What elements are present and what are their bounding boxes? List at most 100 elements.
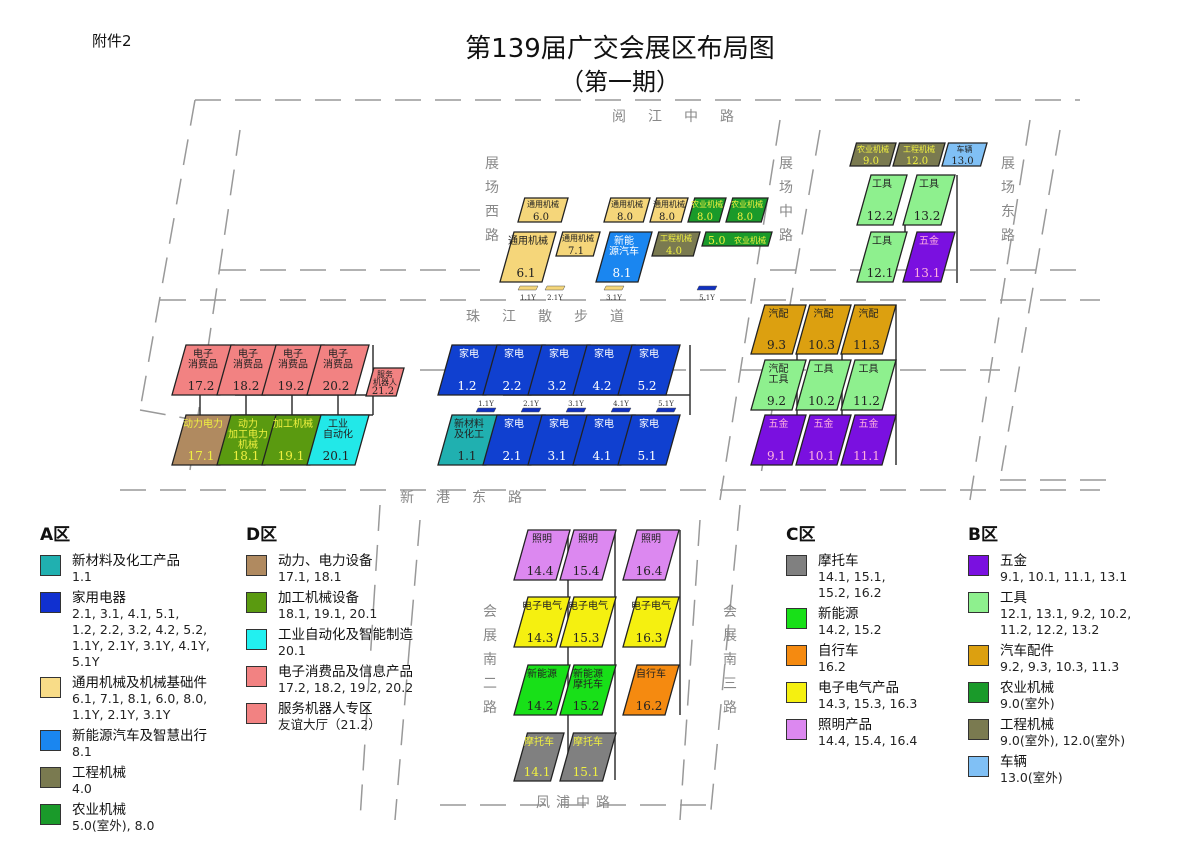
hall-16-2[interactable] [622,664,680,716]
hall-number: 2.2 [502,379,521,393]
hall-16-3[interactable] [622,596,680,648]
legend-codes: 友谊大厅（21.2） [278,717,381,732]
legend-zone-title: D区 [246,525,278,545]
legend-swatch [968,682,989,703]
hall-20-1[interactable] [306,414,370,466]
hall-1-1Y[interactable] [517,285,539,291]
hall-label: 新材料 [454,417,484,430]
hall-12-0[interactable] [892,142,946,167]
hall-14-4[interactable] [513,529,571,581]
road-line [969,119,1031,501]
hall-5-1Y-number: 5.1Y [658,400,674,408]
attachment-label: 附件2 [92,32,132,50]
hall-15-4[interactable] [559,529,617,581]
hall-13-1[interactable] [902,231,956,283]
hall-label: 农业机械 [731,199,763,209]
hall-9-1[interactable] [750,414,807,466]
hall-1-1Y[interactable] [475,407,497,413]
hall-14-1[interactable] [513,732,565,782]
hall-2-1Y[interactable] [544,285,566,291]
road-west: 展场西路 [485,156,499,244]
hall-4-0[interactable] [651,231,701,257]
hall-7-1[interactable] [555,231,601,257]
legend-swatch [786,645,807,666]
hall-5-1[interactable] [617,414,681,466]
hall-8-0[interactable] [687,197,727,223]
hall-label: 源汽车 [609,245,639,258]
legend-swatch [968,592,989,613]
road-line [359,504,381,821]
hall-15-1[interactable] [559,732,617,782]
legend-zone-title: B区 [968,525,998,545]
legend-swatch [246,629,267,650]
legend-swatch [40,767,61,788]
legend-name: 新能源 [818,606,859,622]
hall-9-2[interactable] [750,359,807,411]
hall-15-3[interactable] [559,596,617,648]
hall-13-2[interactable] [902,174,956,226]
hall-12-2[interactable] [856,174,908,226]
hall-6-1[interactable] [499,231,557,283]
hall-10-2[interactable] [795,359,852,411]
hall-11-1[interactable] [840,414,897,466]
hall-label: 工业 [328,418,348,430]
hall-8-0[interactable] [725,197,769,223]
hall-10-3[interactable] [795,304,852,355]
hall-number: 13.0 [951,156,973,167]
hall-2-1Y[interactable] [520,407,542,413]
hall-number: 10.2 [808,394,835,408]
hall-5-0[interactable] [701,231,773,247]
hall-13-0[interactable] [941,142,988,167]
hall-4-1Y[interactable] [610,407,632,413]
hall-label: 机器人 [373,377,397,387]
hall-3-1Y[interactable] [565,407,587,413]
hall-5-1Y[interactable] [696,285,718,291]
hall-number: 13.1 [914,266,941,280]
hall-14-3[interactable] [513,596,571,648]
road-line [679,519,701,821]
hall-8-0[interactable] [603,197,651,223]
hall-11-3[interactable] [840,304,897,355]
road-bottom: 凤浦中路 [536,795,616,811]
hall-20-2[interactable] [306,344,370,396]
hall-label: 照明 [641,533,661,545]
hall-8-0[interactable] [649,197,689,223]
hall-1-2-text: 家电1.2 [457,347,479,393]
hall-number: 19.1 [278,449,305,463]
hall-8-1[interactable] [595,231,653,283]
legend-name: 加工机械设备 [278,590,359,606]
hall-3-1Y[interactable] [603,285,625,291]
hall-14-2[interactable] [513,664,571,716]
hall-9-0[interactable] [849,142,897,167]
hall-11-2[interactable] [840,359,897,411]
road-east: 展场东路 [1001,156,1015,244]
hall-21-2[interactable] [365,367,405,397]
hall-15-2[interactable] [559,664,617,716]
hall-5-1Y[interactable] [655,407,677,413]
hall-number: 11.2 [853,394,880,408]
legend-codes: 13.0(室外) [1000,770,1063,785]
hall-6-0[interactable] [517,197,569,223]
hall-label: 工具 [769,374,789,386]
legend-name: 工程机械 [72,765,126,781]
hall-12-1[interactable] [856,231,908,283]
hall-5-2-text: 家电5.2 [637,347,659,393]
hall-10-1[interactable] [795,414,852,466]
hall-9-3[interactable] [750,304,807,355]
legend-name: 汽车配件 [1000,643,1054,659]
hall-5-2[interactable] [617,344,681,396]
hall-16-4[interactable] [622,529,680,581]
hall-9-1-text: 五金9.1 [767,417,789,463]
legend-name: 自行车 [818,643,859,659]
